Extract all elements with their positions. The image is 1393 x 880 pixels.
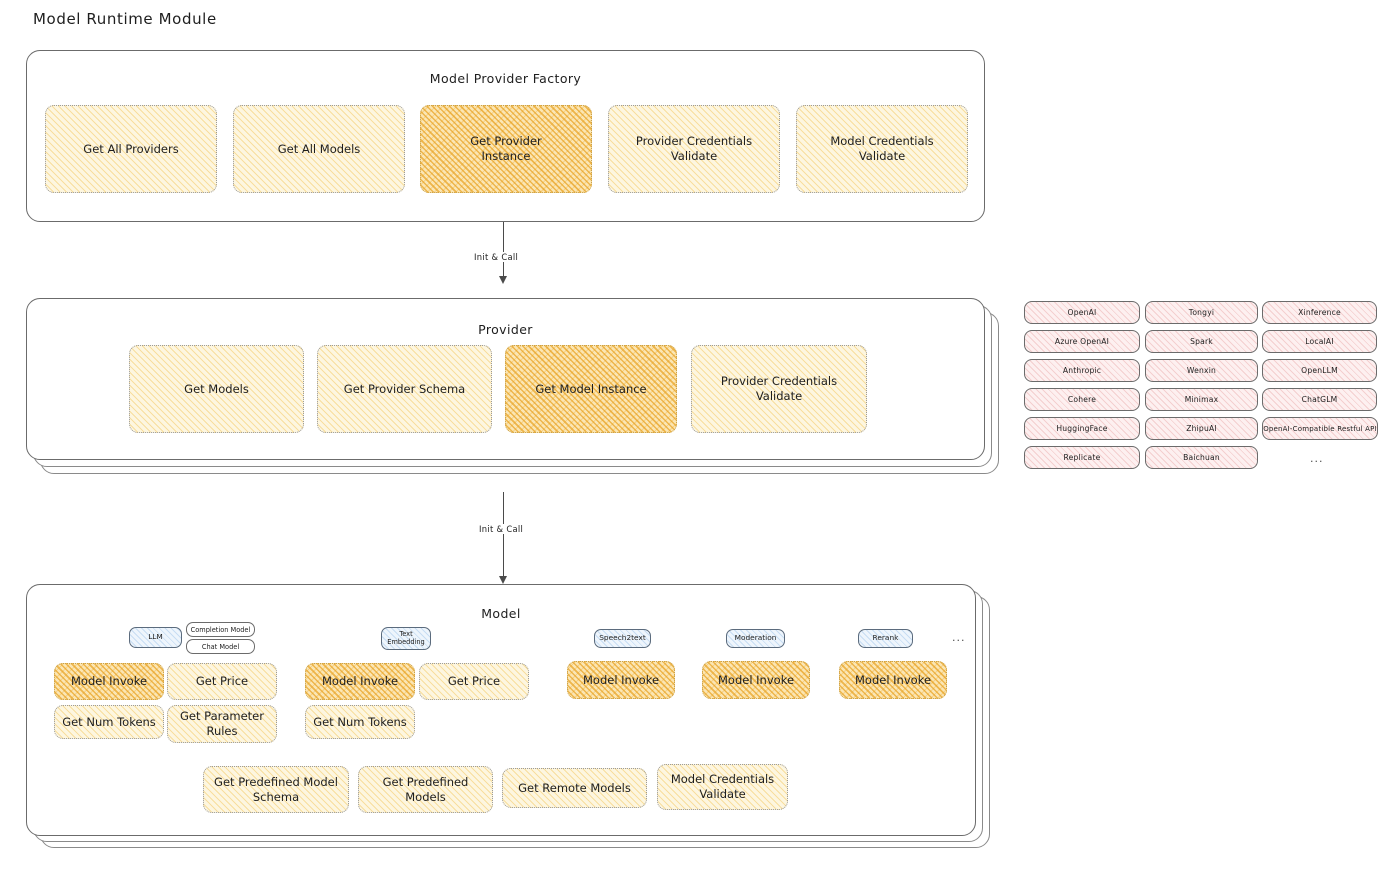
model-op-0-1[interactable]: Get Price [167,663,277,700]
page-title: Model Runtime Module [33,10,217,28]
arrow-label-init-call-1: Init & Call [471,252,522,262]
model-title: Model [481,606,521,621]
provider-list-ellipsis: ... [1310,452,1324,465]
provider-chip-0-0[interactable]: OpenAI [1024,301,1140,324]
model-type-badge-3[interactable]: Moderation [726,629,785,648]
provider-box-0[interactable]: Get Models [129,345,304,433]
provider-chip-0-2[interactable]: Anthropic [1024,359,1140,382]
provider-chip-2-3[interactable]: ChatGLM [1262,388,1377,411]
provider-chip-1-4[interactable]: ZhipuAI [1145,417,1258,440]
model-op-2-0[interactable]: Model Invoke [567,661,675,699]
provider-chip-2-2[interactable]: OpenLLM [1262,359,1377,382]
provider-chip-0-3[interactable]: Cohere [1024,388,1140,411]
provider-chip-1-1[interactable]: Spark [1145,330,1258,353]
provider-chip-2-4[interactable]: OpenAI-Compatible Restful API [1262,417,1378,440]
model-sub-badge-0[interactable]: Completion Model [186,622,255,637]
provider-chip-1-3[interactable]: Minimax [1145,388,1258,411]
provider-chip-0-5[interactable]: Replicate [1024,446,1140,469]
provider-chip-2-0[interactable]: Xinference [1262,301,1377,324]
provider-chip-1-2[interactable]: Wenxin [1145,359,1258,382]
provider-box-2[interactable]: Get Model Instance [505,345,677,433]
provider-title: Provider [478,322,533,337]
model-type-badge-4[interactable]: Rerank [858,629,913,648]
factory-box-1[interactable]: Get All Models [233,105,405,193]
factory-box-0[interactable]: Get All Providers [45,105,217,193]
model-op-1-2[interactable]: Get Num Tokens [305,705,415,739]
model-sub-badge-1[interactable]: Chat Model [186,639,255,654]
model-op-4-0[interactable]: Model Invoke [839,661,947,699]
provider-chip-1-0[interactable]: Tongyi [1145,301,1258,324]
model-types-ellipsis: ... [952,631,966,644]
provider-chip-0-4[interactable]: HuggingFace [1024,417,1140,440]
model-op-0-0[interactable]: Model Invoke [54,663,164,700]
factory-title: Model Provider Factory [429,71,582,86]
provider-chip-1-5[interactable]: Baichuan [1145,446,1258,469]
arrow-label-init-call-2: Init & Call [476,524,527,534]
model-op-3-0[interactable]: Model Invoke [702,661,810,699]
provider-box-1[interactable]: Get Provider Schema [317,345,492,433]
model-shared-op-2[interactable]: Get Remote Models [502,768,647,808]
model-op-1-0[interactable]: Model Invoke [305,663,415,700]
provider-chip-2-1[interactable]: LocalAI [1262,330,1377,353]
provider-chip-0-1[interactable]: Azure OpenAI [1024,330,1140,353]
model-op-1-1[interactable]: Get Price [419,663,529,700]
model-type-badge-0[interactable]: LLM [129,627,182,648]
model-type-badge-2[interactable]: Speech2text [594,629,651,648]
model-op-0-2[interactable]: Get Num Tokens [54,705,164,739]
